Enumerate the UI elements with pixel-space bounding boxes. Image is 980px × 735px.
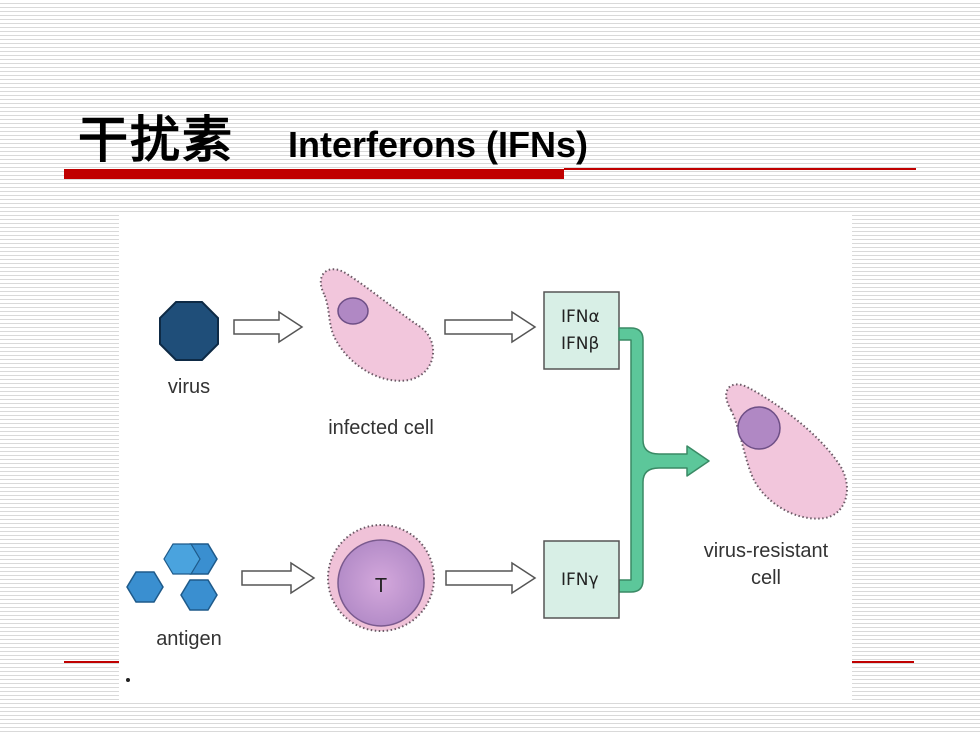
diagram-canvas: virus infected cell IFNα IFNβ virus-resi… <box>126 268 848 682</box>
virus-icon <box>159 301 219 361</box>
arrow-antigen-to-tcell-icon <box>241 561 316 595</box>
infected-cell-icon <box>319 268 435 382</box>
arrow-tcell-to-ifn-gamma-icon <box>445 561 537 595</box>
ifn-gamma-label: IFNγ <box>561 570 599 590</box>
resistant-cell-label-line1: virus-resistant <box>704 540 829 562</box>
slide-title: 干扰素 Interferons (IFNs) <box>78 100 588 169</box>
green-converging-arrow-icon <box>618 327 710 593</box>
t-cell-icon <box>327 524 435 632</box>
virus-resistant-cell-icon <box>725 383 848 520</box>
antigen-label: antigen <box>156 628 222 650</box>
title-chinese: 干扰素 <box>78 111 234 169</box>
t-cell-label: T <box>375 575 387 597</box>
footer-rule-left <box>64 661 119 663</box>
resistant-cell-label-line2: cell <box>751 567 781 589</box>
interferon-diagram: virus infected cell IFNα IFNβ virus-resi… <box>119 214 852 700</box>
arrow-cell-to-ifn-icon <box>444 310 537 344</box>
ifn-gamma-box <box>543 540 620 619</box>
ifn-alpha-label: IFNα <box>561 307 600 327</box>
ifn-alpha-beta-box <box>543 291 620 370</box>
title-underline-thin <box>564 168 916 170</box>
footer-rule-right <box>852 661 914 663</box>
infected-cell-label: infected cell <box>328 417 434 439</box>
arrow-virus-to-cell-icon <box>233 310 304 344</box>
title-underline-thick <box>64 169 564 179</box>
ifn-beta-label: IFNβ <box>561 334 599 354</box>
stray-dot <box>126 678 130 682</box>
virus-label: virus <box>168 376 210 398</box>
title-english: Interferons (IFNs) <box>288 124 589 165</box>
